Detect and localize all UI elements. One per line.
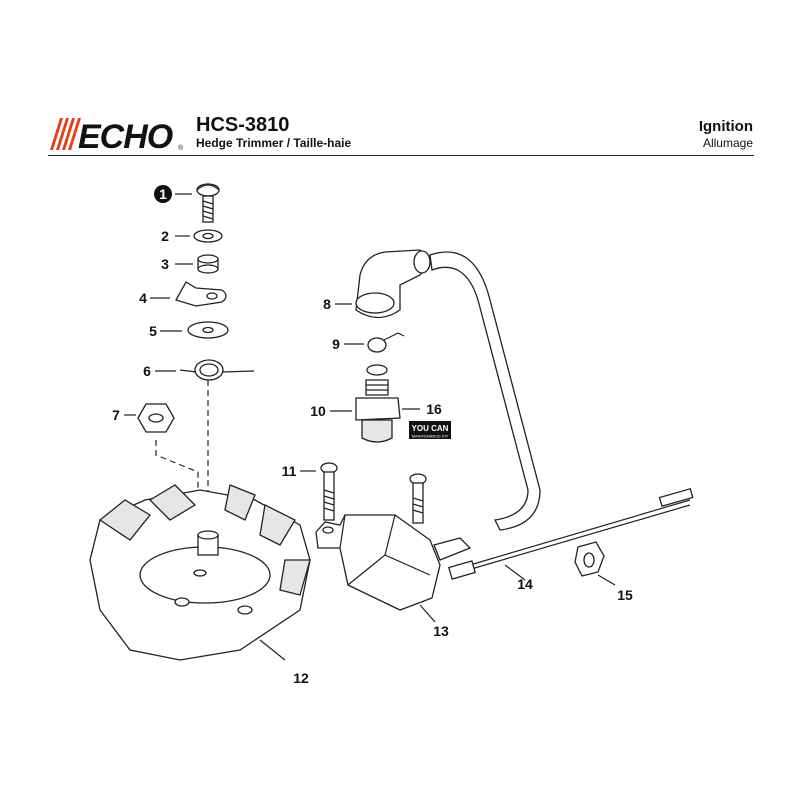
section-title-fr: Allumage [702, 136, 753, 150]
part-stop-wire [448, 487, 694, 580]
callout-15: 15 [617, 587, 633, 603]
callout-14: 14 [517, 576, 533, 592]
maintenance-kit-badge: YOU CAN MAINTENANCE KIT [409, 421, 451, 439]
callout-16: 16 [426, 401, 442, 417]
part-bolt-left [320, 462, 338, 521]
model-number: HCS-3810 [196, 114, 290, 136]
callout-1-marker [154, 185, 172, 203]
part-pawl [175, 281, 227, 307]
header-rule [48, 155, 754, 156]
header: ECHO ® HCS-3810 Hedge Trimmer / Taille-h… [0, 0, 800, 160]
part-spark-plug [355, 364, 401, 443]
callout-10: 10 [310, 403, 326, 419]
callout-12: 12 [293, 670, 309, 686]
echo-logo: ECHO ® [50, 118, 184, 152]
callout-3: 3 [161, 256, 169, 272]
callout-11: 11 [282, 463, 297, 479]
part-washer [193, 229, 223, 243]
kit-badge-line2: MAINTENANCE KIT [412, 434, 449, 439]
part-grommet [574, 541, 605, 577]
callout-2: 2 [161, 228, 169, 244]
part-bolt-right [409, 473, 427, 524]
part-ignition-coil [315, 514, 472, 611]
callout-9: 9 [332, 336, 340, 352]
part-spacer [197, 254, 219, 274]
leader-lines [124, 193, 616, 661]
part-spring [179, 359, 255, 381]
callout-4: 4 [139, 290, 147, 306]
part-nut [137, 403, 175, 433]
callout-8: 8 [323, 296, 331, 312]
callouts: 1 2 3 4 5 6 7 8 9 10 16 11 12 13 14 15 [112, 185, 633, 686]
callout-7: 7 [112, 407, 120, 423]
callout-13: 13 [433, 623, 449, 639]
part-flywheel [89, 484, 311, 661]
ignition-lead [429, 251, 541, 531]
part-spring-clip [367, 332, 405, 353]
product-subtitle: Hedge Trimmer / Taille-haie [196, 136, 352, 150]
callout-5: 5 [149, 323, 157, 339]
section-title-en: Ignition [698, 118, 753, 135]
brand-mark: ® [178, 144, 184, 152]
part-screw [196, 183, 220, 223]
callout-1: 1 [159, 186, 167, 202]
brand-text: ECHO [78, 118, 173, 152]
callout-6: 6 [143, 363, 151, 379]
kit-badge-line1: YOU CAN [412, 424, 449, 433]
part-spark-plug-boot [355, 249, 431, 319]
part-large-washer [187, 321, 229, 339]
